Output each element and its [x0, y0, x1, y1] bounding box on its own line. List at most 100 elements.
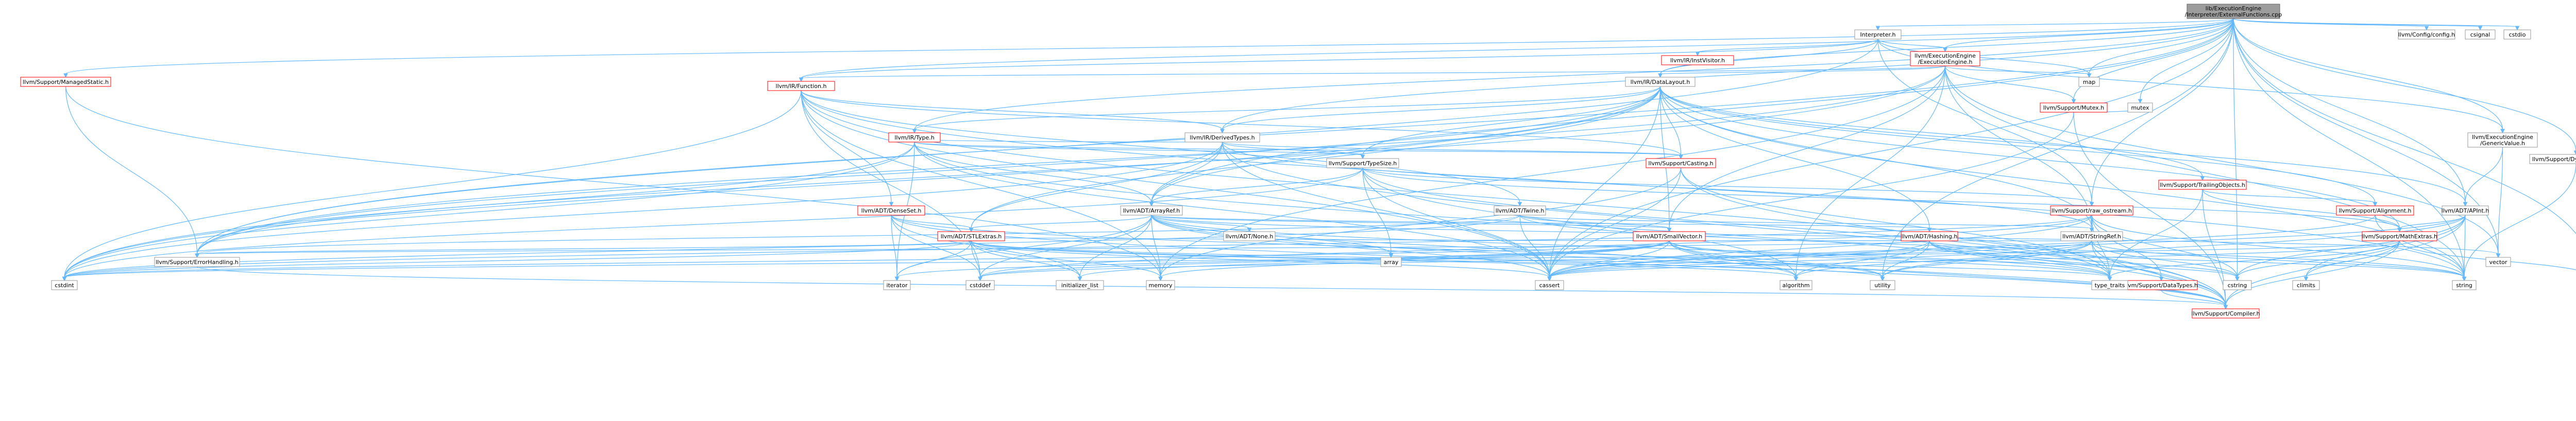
node-utility[interactable]: utility — [1870, 280, 1895, 290]
edge-root-to-dynlib — [2233, 18, 2576, 155]
edge-dynlib-to-string — [2462, 163, 2576, 282]
node-genericvalue[interactable]: llvm/ExecutionEngine/GenericValue.h — [2467, 132, 2538, 148]
edge-mathextras-to-cassert — [1547, 240, 2400, 282]
node-stringref[interactable]: llvm/ADT/StringRef.h — [2060, 231, 2123, 241]
edge-smallvector-to-iterator — [894, 240, 1670, 282]
node-box — [1494, 205, 1546, 216]
node-interpreter[interactable]: Interpreter.h — [1854, 29, 1902, 40]
node-twine[interactable]: llvm/ADT/Twine.h — [1494, 205, 1546, 216]
edge-datatypes-to-compiler — [2161, 289, 2228, 310]
node-box — [1146, 280, 1175, 290]
node-alignment[interactable]: llvm/Support/Alignment.h — [2336, 205, 2414, 216]
node-label: llvm/ADT/DenseSet.h — [861, 207, 922, 214]
node-box — [1646, 158, 1716, 168]
node-climits[interactable]: climits — [2292, 280, 2320, 290]
node-box — [1780, 280, 1812, 290]
node-csignal[interactable]: csignal — [2465, 29, 2496, 40]
node-box — [2091, 280, 2128, 290]
node-initlist[interactable]: initializer_list — [1056, 280, 1104, 290]
node-label: cstdint — [55, 282, 74, 289]
node-box — [51, 280, 78, 290]
node-casting[interactable]: llvm/Support/Casting.h — [1646, 158, 1716, 168]
node-box — [2529, 154, 2576, 164]
edge-mathextras-to-cstdint — [62, 240, 2400, 282]
node-array[interactable]: array — [1380, 257, 1402, 267]
node-compiler[interactable]: llvm/Support/Compiler.h — [2191, 308, 2260, 319]
edge-arrayref-to-memory — [1151, 215, 1163, 282]
edge-stringref-to-cstddef — [978, 240, 2092, 282]
node-vector[interactable]: vector — [2485, 257, 2511, 267]
node-mutexstd[interactable]: mutex — [2127, 102, 2153, 113]
node-errorhandling[interactable]: llvm/Support/ErrorHandling.h — [154, 257, 240, 267]
node-algorithm[interactable]: algorithm — [1780, 280, 1812, 290]
node-hashing[interactable]: llvm/ADT/Hashing.h — [1901, 231, 1958, 241]
edge-datalayout-to-errorhandling — [195, 86, 1661, 258]
node-irfunction[interactable]: llvm/IR/Function.h — [767, 81, 835, 91]
node-none[interactable]: llvm/ADT/None.h — [1223, 231, 1276, 241]
node-managedstatic[interactable]: llvm/Support/ManagedStatic.h — [20, 77, 111, 87]
node-box — [1223, 231, 1276, 241]
node-cstddef[interactable]: cstddef — [965, 280, 995, 290]
node-trailing[interactable]: llvm/Support/TrailingObjects.h — [2158, 180, 2247, 190]
node-label: llvm/Support/Mutex.h — [2043, 104, 2105, 111]
node-mutex[interactable]: llvm/Support/Mutex.h — [2040, 102, 2108, 113]
edge-stringref-to-algorithm — [1793, 240, 2092, 282]
node-mathextras[interactable]: llvm/Support/MathExtras.h — [2362, 231, 2437, 241]
node-box — [2192, 308, 2260, 319]
node-box — [2223, 280, 2252, 290]
node-string[interactable]: string — [2452, 280, 2477, 290]
node-dynlib[interactable]: llvm/Support/DynamicLibrary.h — [2529, 154, 2576, 164]
node-rawostream[interactable]: llvm/Support/raw_ostream.h — [2050, 205, 2133, 216]
node-root[interactable]: lib/ExecutionEngine/Interpreter/External… — [2185, 4, 2282, 19]
node-execengine[interactable]: llvm/ExecutionEngine/ExecutionEngine.h — [1910, 51, 1980, 66]
node-label: cassert — [1539, 282, 1561, 289]
node-smallvector[interactable]: llvm/ADT/SmallVector.h — [1633, 231, 1706, 241]
node-label: llvm/Support/ErrorHandling.h — [156, 259, 239, 266]
edge-irtype-to-typesize — [914, 142, 1365, 160]
node-cstring[interactable]: cstring — [2223, 280, 2252, 290]
edge-hashing-to-string — [1929, 240, 2467, 282]
node-box — [1854, 29, 1902, 40]
node-irtype[interactable]: llvm/IR/Type.h — [888, 132, 941, 143]
node-memory[interactable]: memory — [1146, 280, 1175, 290]
node-box — [20, 77, 111, 87]
edge-hashing-to-datatypes — [1929, 240, 2164, 282]
node-map[interactable]: map — [2078, 77, 2100, 87]
node-label: llvm/ADT/Twine.h — [1496, 207, 1545, 214]
node-box — [2485, 257, 2511, 267]
node-label: memory — [1149, 282, 1173, 289]
node-iterator[interactable]: iterator — [883, 280, 911, 290]
edge-managedstatic-to-errorhandling — [65, 86, 199, 258]
node-typesize[interactable]: llvm/Support/TypeSize.h — [1326, 158, 1399, 168]
node-label: llvm/ADT/StringRef.h — [2062, 233, 2121, 240]
node-cassert[interactable]: cassert — [1535, 280, 1564, 290]
node-stlextras[interactable]: llvm/ADT/STLExtras.h — [937, 231, 1005, 241]
node-densemap[interactable]: llvm/ADT/DenseSet.h — [857, 205, 925, 216]
node-label: /Interpreter/ExternalFunctions.cpp — [2185, 11, 2282, 18]
edge-datalayout-to-derivedtypes — [1220, 86, 1661, 134]
edge-datalayout-to-alignment — [1659, 86, 2378, 207]
edge-execengine-to-irfunction — [799, 65, 1946, 82]
node-cstdint[interactable]: cstdint — [51, 280, 78, 290]
edge-root-to-irtype — [912, 18, 2234, 134]
node-box — [154, 257, 240, 267]
node-box — [2398, 29, 2455, 40]
node-instvisitor[interactable]: llvm/IR/InstVisitor.h — [1661, 55, 1734, 65]
node-label: llvm/IR/InstVisitor.h — [1670, 57, 1725, 64]
node-box — [2187, 4, 2280, 19]
node-label: llvm/ExecutionEngine — [2472, 134, 2533, 141]
node-box — [888, 132, 941, 143]
node-config[interactable]: llvm/Config/config.h — [2398, 29, 2455, 40]
node-box — [1056, 280, 1104, 290]
node-label: llvm/Support/DynamicLibrary.h — [2532, 156, 2576, 163]
node-datatypes[interactable]: llvm/Support/DataTypes.h — [2125, 280, 2198, 290]
node-typetraits[interactable]: type_traits — [2091, 280, 2128, 290]
node-apint[interactable]: llvm/ADT/APInt.h — [2442, 205, 2489, 216]
node-box — [1120, 205, 1183, 216]
node-box — [1633, 231, 1706, 241]
node-datalayout[interactable]: llvm/IR/DataLayout.h — [1625, 77, 1696, 87]
node-cstdio[interactable]: cstdio — [2503, 29, 2531, 40]
node-derivedtypes[interactable]: llvm/IR/DerivedTypes.h — [1184, 132, 1260, 143]
node-arrayref[interactable]: llvm/ADT/ArrayRef.h — [1120, 205, 1183, 216]
node-label: csignal — [2470, 31, 2490, 38]
